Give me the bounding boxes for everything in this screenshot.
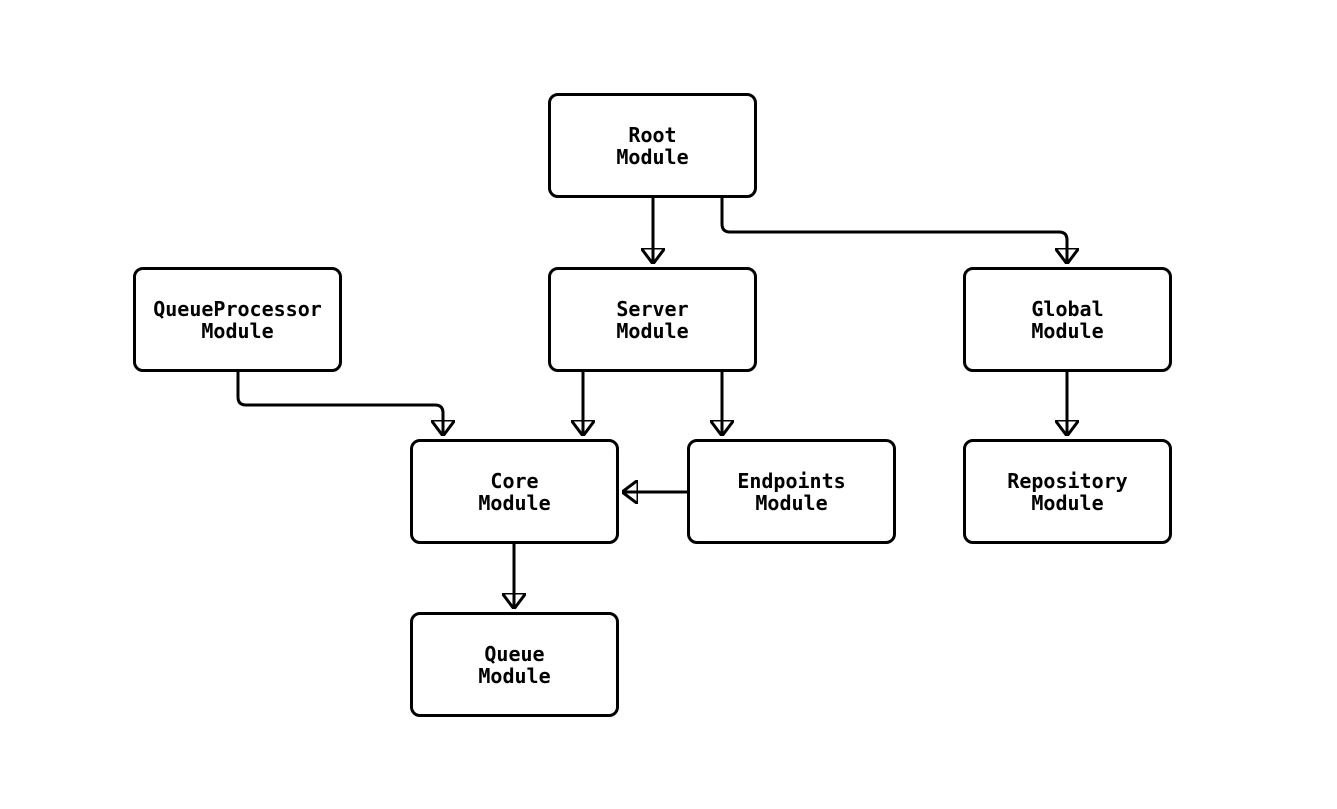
- node-label-line: Module: [1031, 490, 1104, 515]
- node-label-line: Module: [616, 318, 689, 343]
- node-label-line: Endpoints: [737, 468, 846, 493]
- node-label-line: Queue: [484, 641, 545, 666]
- node-endpoints-module: Endpoints Module: [687, 439, 896, 544]
- node-label-line: Module: [1031, 318, 1104, 343]
- node-server-module: Server Module: [548, 267, 757, 372]
- node-core-module: Core Module: [410, 439, 619, 544]
- node-queue-module: Queue Module: [410, 612, 619, 717]
- node-global-module: Global Module: [963, 267, 1172, 372]
- node-label-line: Repository: [1007, 468, 1128, 493]
- node-label-line: Module: [755, 490, 828, 515]
- node-queueprocessor-module: QueueProcessor Module: [133, 267, 342, 372]
- node-label-line: Root: [628, 122, 677, 147]
- node-label-line: Module: [201, 318, 274, 343]
- node-label-line: Global: [1031, 296, 1104, 321]
- node-label-line: Module: [478, 490, 551, 515]
- node-repository-module: Repository Module: [963, 439, 1172, 544]
- node-label-line: Module: [478, 663, 551, 688]
- edge-root-to-global-arrow: [720, 198, 1067, 264]
- node-label-line: Module: [616, 144, 689, 169]
- node-label-line: Core: [490, 468, 539, 493]
- node-root-module: Root Module: [548, 93, 757, 198]
- edge-queueprocessor-to-core-arrow: [236, 372, 443, 436]
- node-label-line: Server: [616, 296, 689, 321]
- node-label-line: QueueProcessor: [153, 296, 322, 321]
